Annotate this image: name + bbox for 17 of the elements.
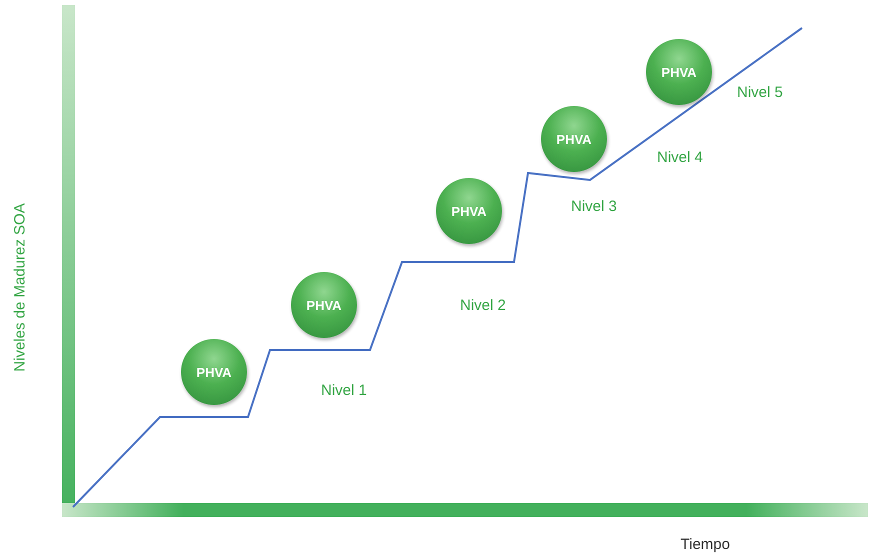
level-label: Nivel 4	[657, 148, 703, 166]
circle-label: PHVA	[196, 364, 232, 380]
circle-label: PHVA	[661, 64, 697, 80]
cycle-circle	[181, 339, 247, 405]
level-label: Nivel 1	[321, 382, 367, 398]
level-label: Nivel 5	[737, 84, 783, 100]
circle-label: PHVA	[306, 298, 342, 312]
cycle-circle	[646, 39, 712, 105]
cycle-circle	[436, 178, 502, 244]
circle-label: PHVA	[556, 132, 592, 146]
cycle-circle	[291, 272, 357, 338]
axis-title: Tiempo	[680, 536, 730, 552]
level-label: Nivel 2	[460, 296, 506, 314]
axis-title: Niveles de Madurez SOA	[12, 202, 29, 372]
cycle-circle	[541, 106, 607, 172]
circle-label: PHVA	[451, 204, 487, 218]
level-label: Nivel 3	[571, 198, 617, 214]
